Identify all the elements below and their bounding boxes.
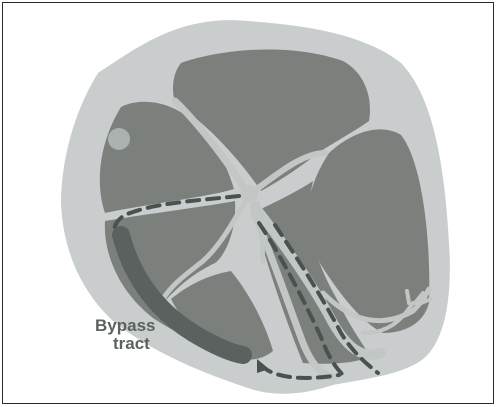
sa-node bbox=[108, 128, 130, 150]
bypass-tract-label-line2: tract bbox=[113, 334, 150, 353]
bypass-tract-label-line1: Bypass bbox=[95, 316, 155, 335]
av-node bbox=[240, 185, 258, 203]
heart-conduction-diagram: Bypass tract bbox=[2, 2, 494, 404]
